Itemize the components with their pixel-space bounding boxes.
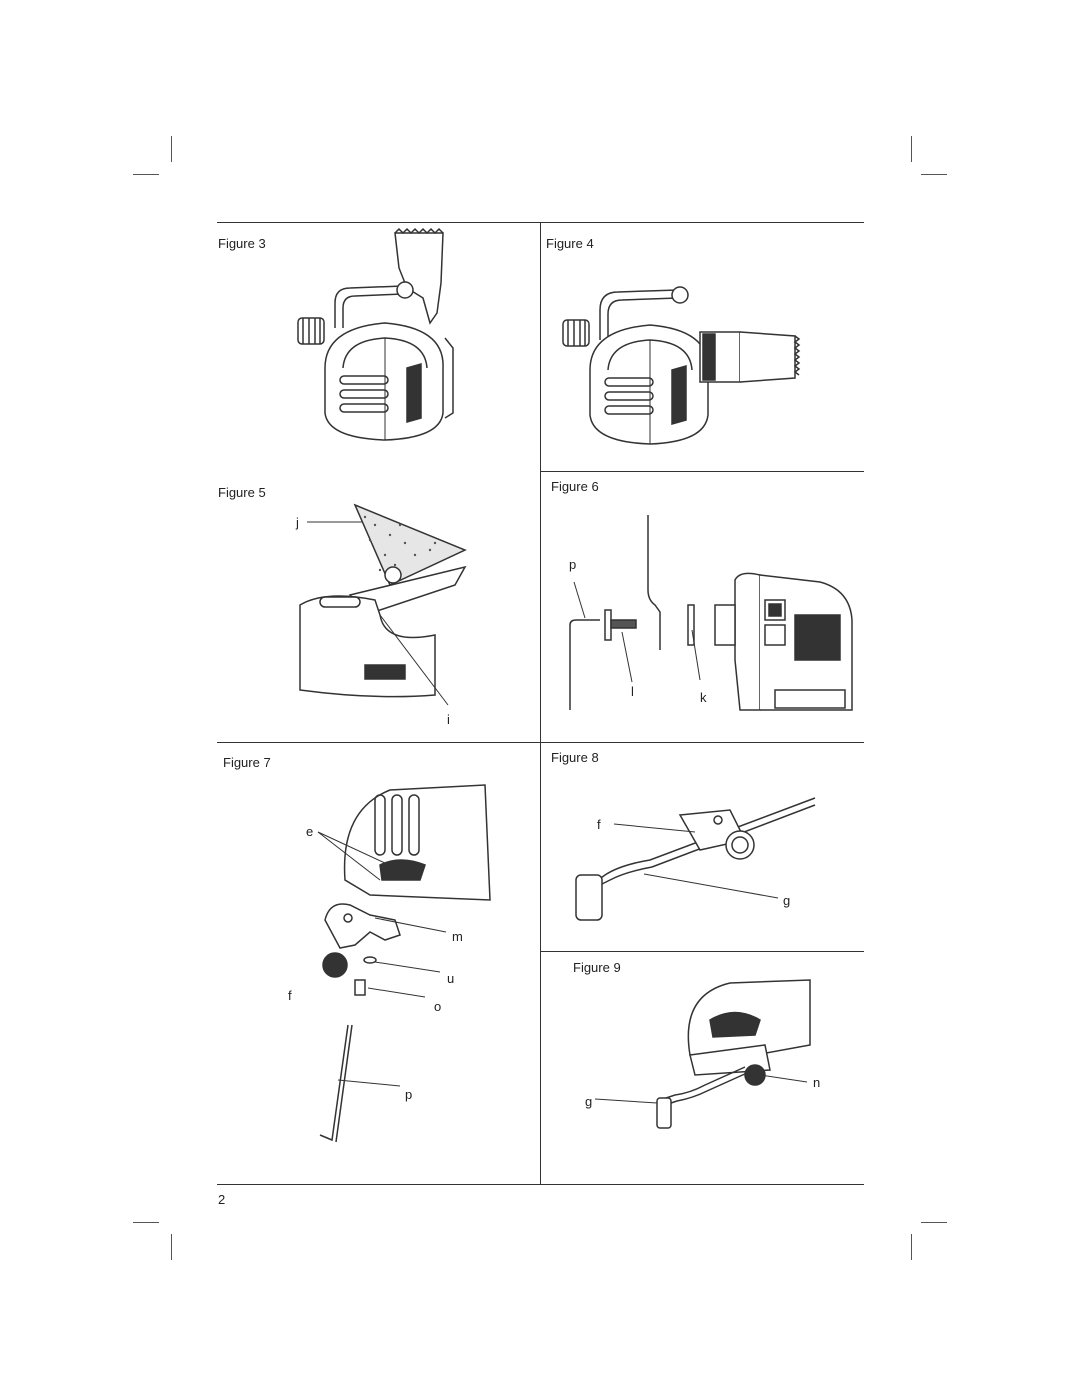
callout-n: n (813, 1075, 821, 1090)
figure-6-label: Figure 6 (551, 479, 599, 494)
crop-mark (911, 1234, 912, 1260)
callout-l: l (631, 684, 634, 699)
figure-4-label: Figure 4 (546, 236, 594, 251)
callout-g: g (783, 893, 791, 908)
crop-mark (171, 136, 172, 162)
right-divider-1 (540, 471, 864, 472)
crop-mark (921, 174, 947, 175)
figure-8-illustration (575, 797, 816, 921)
right-divider-2 (540, 951, 864, 952)
full-divider (217, 742, 864, 743)
callout-g: g (585, 1094, 593, 1109)
callout-o: o (434, 999, 442, 1014)
figure-5-illustration (299, 503, 467, 706)
crop-mark (911, 136, 912, 162)
callout-p: p (569, 557, 577, 572)
figure-4-illustration (562, 286, 801, 445)
figure-9-illustration (594, 979, 811, 1129)
figure-7-illustration (317, 784, 491, 1143)
crop-mark (171, 1234, 172, 1260)
callout-j: j (296, 515, 299, 530)
callout-k: k (700, 690, 707, 705)
callout-m: m (452, 929, 463, 944)
callout-f: f (288, 988, 292, 1003)
crop-mark (133, 174, 159, 175)
callout-u: u (447, 971, 455, 986)
figure-3-illustration (297, 227, 454, 441)
callout-p: p (405, 1087, 413, 1102)
figure-3-label: Figure 3 (218, 236, 266, 251)
callout-i: i (447, 712, 450, 727)
figure-6-illustration (569, 515, 853, 711)
figure-7-label: Figure 7 (223, 755, 271, 770)
figure-9-label: Figure 9 (573, 960, 621, 975)
page-number: 2 (218, 1192, 226, 1207)
crop-mark (921, 1222, 947, 1223)
figure-8-label: Figure 8 (551, 750, 599, 765)
callout-f: f (597, 817, 601, 832)
callout-e: e (306, 824, 314, 839)
bottom-rule (217, 1184, 864, 1185)
figure-5-label: Figure 5 (218, 485, 266, 500)
crop-mark (133, 1222, 159, 1223)
center-divider (540, 222, 541, 1184)
